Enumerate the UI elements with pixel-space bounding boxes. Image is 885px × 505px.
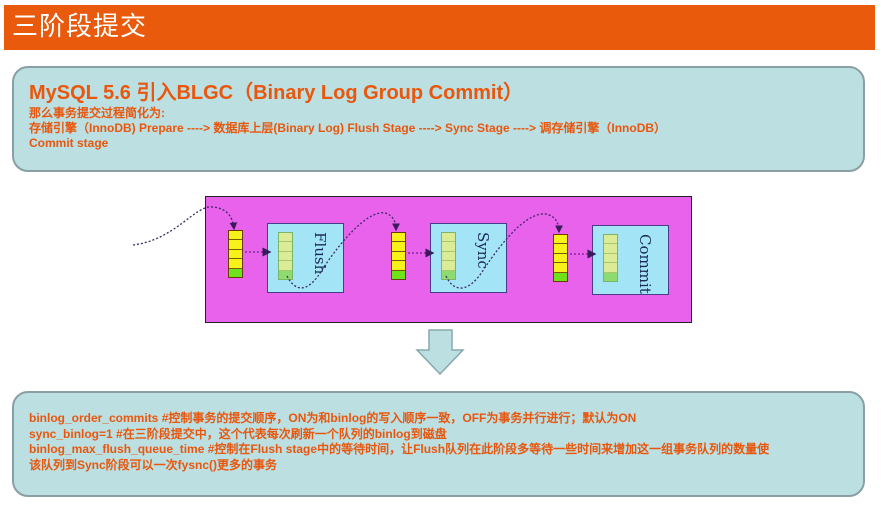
intro-line-3: Commit stage: [29, 136, 109, 150]
intro-line-2: 存储引擎（InnoDB) Prepare ----> 数据库上层(Binary …: [29, 121, 667, 135]
flush-queue: [278, 232, 293, 280]
stage-flush: Flush: [267, 223, 344, 293]
stage-commit: Commit: [592, 225, 669, 295]
down-arrow-icon: [415, 329, 465, 376]
three-stage-diagram: Flush Sync Commit: [205, 196, 692, 323]
param-continuation: 该队列到Sync阶段可以一次fysnc()更多的事务: [29, 457, 278, 472]
intro-heading: MySQL 5.6 引入BLGC（Binary Log Group Commit…: [29, 82, 524, 104]
intro-line-1: 那么事务提交过程简化为:: [29, 106, 165, 120]
commit-queue: [603, 234, 618, 282]
sync-queue: [441, 232, 456, 280]
params-box: binlog_order_commits #控制事务的提交顺序，ON为和binl…: [12, 391, 865, 497]
param-binlog-order-commits: binlog_order_commits #控制事务的提交顺序，ON为和binl…: [29, 411, 637, 425]
intro-box: MySQL 5.6 引入BLGC（Binary Log Group Commit…: [12, 66, 865, 172]
stage-sync: Sync: [430, 223, 507, 293]
stage-commit-label: Commit: [636, 234, 654, 294]
param-sync-binlog: sync_binlog=1 #在三阶段提交中，这个代表每次刷新一个队列的binl…: [29, 426, 447, 441]
slide-title: 三阶段提交: [4, 5, 875, 50]
incoming-queue-sync: [391, 232, 406, 280]
incoming-queue-commit: [553, 234, 568, 282]
param-binlog-max-flush-queue-time: binlog_max_flush_queue_time #控制在Flush st…: [29, 442, 770, 456]
incoming-queue-flush: [228, 230, 243, 278]
stage-flush-label: Flush: [311, 232, 329, 275]
stage-sync-label: Sync: [474, 232, 492, 269]
